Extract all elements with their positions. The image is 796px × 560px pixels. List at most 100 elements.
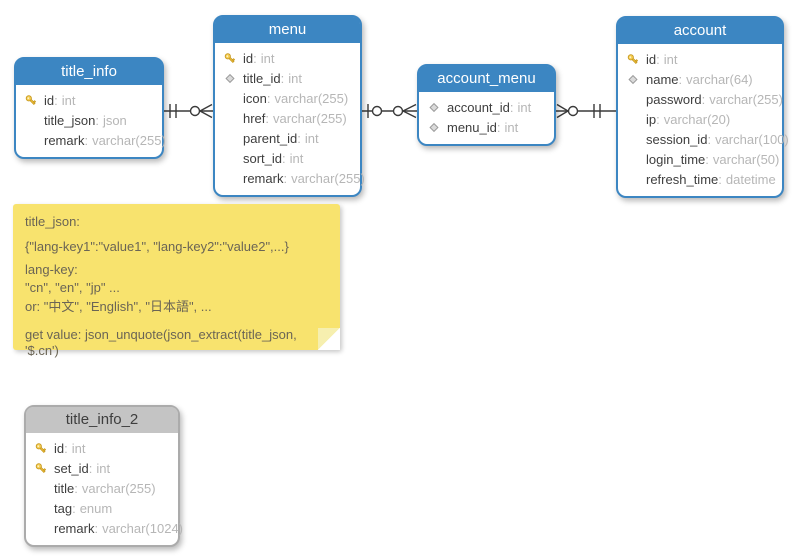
field-separator: : xyxy=(54,92,58,108)
field-row[interactable]: password:varchar(255) xyxy=(618,89,783,109)
no-icon-spacer xyxy=(223,112,237,125)
field-name: login_time xyxy=(646,151,706,167)
field-separator: : xyxy=(266,90,271,106)
field-type: int xyxy=(61,92,76,108)
field-row[interactable]: id:int xyxy=(26,438,178,458)
field-separator: : xyxy=(95,112,99,128)
field-row[interactable]: sort_id:int xyxy=(215,148,360,168)
field-type: int xyxy=(260,50,275,66)
field-name: remark xyxy=(44,132,85,148)
field-name: menu_id xyxy=(447,119,497,135)
field-row[interactable]: set_id:int xyxy=(26,458,178,478)
field-row[interactable]: href:varchar(255) xyxy=(215,108,360,128)
field-type: int xyxy=(288,70,302,86)
field-separator: : xyxy=(72,500,76,516)
connector-account_menu-account[interactable] xyxy=(556,103,616,119)
field-row[interactable]: id:int xyxy=(16,90,162,110)
field-row[interactable]: remark:varchar(255) xyxy=(16,130,166,150)
field-type: varchar(255) xyxy=(273,110,347,126)
field-name: title xyxy=(54,480,75,496)
field-row[interactable]: remark:varchar(255) xyxy=(215,168,365,188)
field-row[interactable]: menu_id:int xyxy=(419,117,554,137)
field-separator: : xyxy=(265,110,270,126)
field-row[interactable]: session_id:varchar(100) xyxy=(618,129,789,149)
field-type: varchar(255) xyxy=(274,90,349,106)
note-line: {"lang-key1":"value1", "lang-key2":"valu… xyxy=(25,239,289,254)
field-name: session_id xyxy=(646,131,708,147)
field-row[interactable]: tag:enum xyxy=(26,498,178,518)
field-separator: : xyxy=(84,132,89,148)
field-separator: : xyxy=(496,119,501,135)
foreign-key-diamond-icon xyxy=(626,73,640,86)
note-line: "cn", "en", "jp" ... xyxy=(25,280,120,295)
note-line: get value: json_unquote(json_extract(tit… xyxy=(25,327,297,358)
field-type: int xyxy=(517,99,532,115)
primary-key-icon xyxy=(24,94,38,107)
no-icon-spacer xyxy=(34,482,48,495)
no-icon-spacer xyxy=(24,114,38,127)
no-icon-spacer xyxy=(223,152,237,165)
field-separator: : xyxy=(678,71,683,87)
foreign-key-diamond-icon xyxy=(427,121,441,134)
field-type: int xyxy=(663,51,678,67)
field-row[interactable]: name:varchar(64) xyxy=(618,69,782,89)
connector-title_info-menu[interactable] xyxy=(164,103,213,119)
note-line: lang-key: xyxy=(25,262,78,277)
field-row[interactable]: id:int xyxy=(215,48,360,68)
field-name: ip xyxy=(646,111,657,127)
no-icon-spacer xyxy=(626,133,640,146)
field-row[interactable]: ip:varchar(20) xyxy=(618,109,782,129)
table-title: menu xyxy=(215,17,360,44)
field-row[interactable]: login_time:varchar(50) xyxy=(618,149,782,169)
connector-menu-account_menu[interactable] xyxy=(362,103,417,119)
field-row[interactable]: parent_id:int xyxy=(215,128,360,148)
field-name: id xyxy=(243,50,254,66)
field-row[interactable]: title_json:json xyxy=(16,110,162,130)
foreign-key-diamond-icon xyxy=(223,72,237,85)
field-row[interactable]: icon:varchar(255) xyxy=(215,88,360,108)
primary-key-icon xyxy=(34,442,48,455)
field-row[interactable]: title_id:int xyxy=(215,68,360,88)
field-separator: : xyxy=(656,111,660,127)
no-icon-spacer xyxy=(223,92,237,105)
no-icon-spacer xyxy=(24,134,38,147)
sticky-note[interactable]: title_json: {"lang-key1":"value1", "lang… xyxy=(13,204,340,358)
field-row[interactable]: title:varchar(255) xyxy=(26,478,178,498)
no-icon-spacer xyxy=(223,172,237,185)
no-icon-spacer xyxy=(626,93,640,106)
note-fold-corner xyxy=(318,328,340,350)
table-title: account_menu xyxy=(419,66,554,93)
field-type: enum xyxy=(79,500,113,516)
field-separator: : xyxy=(283,170,288,186)
table-title: title_info_2 xyxy=(26,407,178,434)
primary-key-icon xyxy=(223,52,237,65)
field-row[interactable]: id:int xyxy=(618,49,782,69)
field-separator: : xyxy=(280,70,285,86)
field-name: id xyxy=(646,51,657,67)
no-icon-spacer xyxy=(626,113,640,126)
field-type: varchar(255) xyxy=(291,170,365,186)
field-name: password xyxy=(646,91,702,107)
field-row[interactable]: refresh_time:datetime xyxy=(618,169,782,189)
field-type: varchar(255) xyxy=(81,480,156,496)
field-type: datetime xyxy=(725,171,776,187)
field-type: varchar(20) xyxy=(663,111,731,127)
field-type: int xyxy=(96,460,111,476)
field-type: int xyxy=(71,440,86,456)
field-separator: : xyxy=(88,460,93,476)
field-type: int xyxy=(504,119,519,135)
field-row[interactable]: account_id:int xyxy=(419,97,554,117)
field-separator: : xyxy=(707,131,712,147)
field-type: varchar(255) xyxy=(92,132,166,148)
field-row[interactable]: remark:varchar(1024) xyxy=(26,518,183,538)
field-name: name xyxy=(646,71,679,87)
field-separator: : xyxy=(701,91,706,107)
field-type: varchar(64) xyxy=(686,71,753,87)
